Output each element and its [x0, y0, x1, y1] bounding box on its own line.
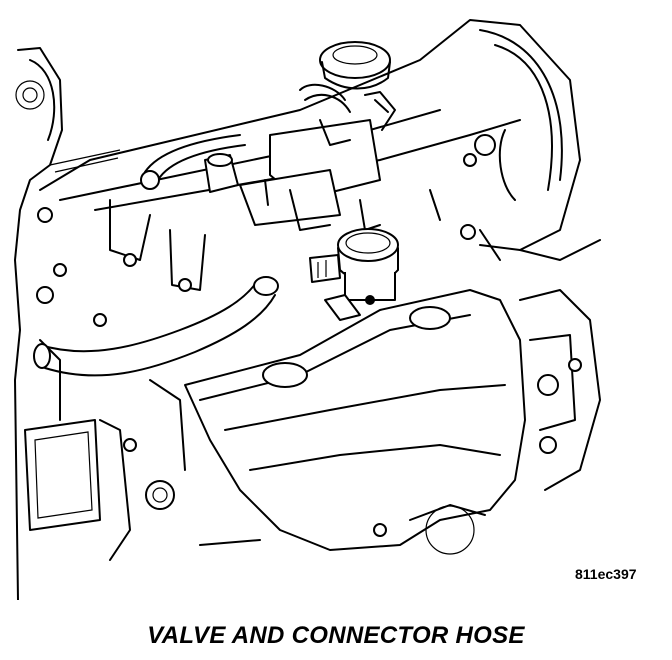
air-switch-valve	[309, 228, 399, 321]
engine-block	[53, 263, 261, 561]
exhaust-manifold-heat-shield	[184, 289, 526, 555]
timing-cover	[14, 47, 101, 600]
right-side-components	[479, 229, 601, 491]
figure-caption: VALVE AND CONNECTOR HOSE	[147, 622, 525, 649]
oil-filler-cap	[319, 41, 391, 90]
connector-hose	[33, 276, 279, 377]
solenoid-valve-assembly	[140, 83, 396, 231]
engine-illustration	[14, 19, 601, 600]
figure-reference-code: 811ec397	[575, 566, 637, 582]
